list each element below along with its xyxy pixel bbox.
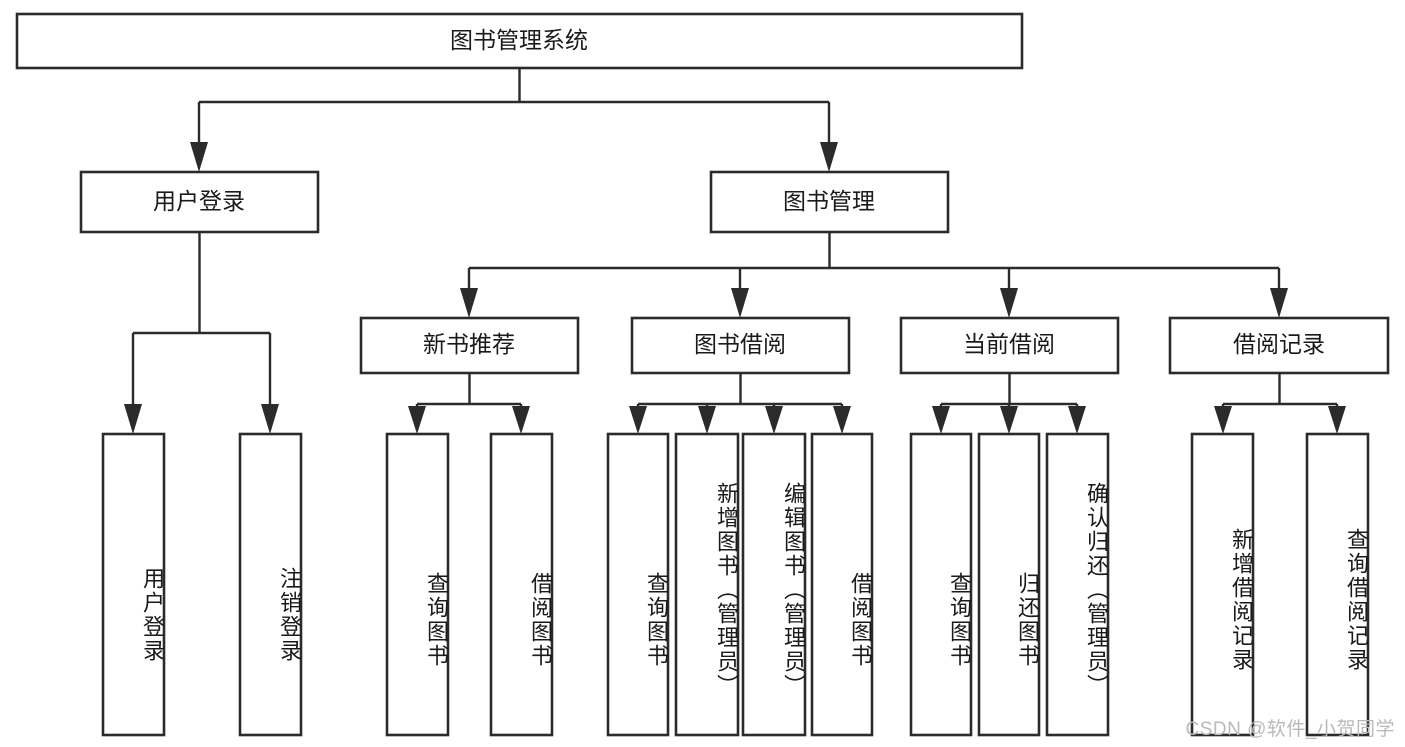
arrow-newbook-leaf-1 (408, 406, 426, 434)
connector-group-new-book (408, 373, 530, 434)
arrow-record-leaf-1 (1214, 406, 1232, 434)
arrow-bookmgmt-child-1 (460, 288, 478, 318)
node-new-book-label: 新书推荐 (423, 331, 515, 357)
arrow-newbook-leaf-2 (512, 406, 530, 434)
node-user-login-box[interactable] (79, 170, 320, 234)
node-leaf-book-borrow-3-box[interactable] (741, 432, 807, 737)
arrow-borrow-leaf-2 (698, 406, 716, 434)
node-book-management-box[interactable] (709, 170, 950, 234)
node-leaf-book-borrow-4-box[interactable] (810, 432, 874, 737)
node-leaf-book-borrow-2-box[interactable] (674, 432, 740, 737)
arrow-bookmgmt-child-2 (731, 288, 749, 318)
node-current-borrow-box[interactable] (899, 316, 1120, 375)
node-leaf-current-borrow-2-box[interactable] (977, 432, 1041, 737)
arrow-borrow-leaf-4 (833, 406, 851, 434)
arrow-current-leaf-1 (932, 406, 950, 434)
arrow-current-leaf-2 (1000, 406, 1018, 434)
arrow-record-leaf-2 (1328, 406, 1346, 434)
node-leaf-user-login-1-box[interactable] (101, 432, 166, 737)
connector-group-current-borrow (932, 373, 1086, 434)
node-leaf-current-borrow-1-box[interactable] (909, 432, 973, 737)
arrow-borrow-leaf-1 (629, 406, 647, 434)
node-book-borrow-box[interactable] (630, 316, 851, 375)
arrow-borrow-leaf-3 (765, 406, 783, 434)
node-root-label: 图书管理系统 (450, 27, 588, 53)
node-leaf-book-borrow-1-box[interactable] (606, 432, 670, 737)
node-user-login-label: 用户登录 (153, 188, 245, 214)
node-borrow-record-box[interactable] (1168, 316, 1390, 375)
node-new-book-box[interactable] (359, 316, 580, 375)
node-book-management-label: 图书管理 (783, 188, 875, 214)
node-book-borrow-label: 图书借阅 (694, 331, 786, 357)
node-current-borrow-label: 当前借阅 (963, 331, 1055, 357)
node-leaf-new-book-2-box[interactable] (489, 432, 554, 737)
node-leaf-borrow-record-2-box[interactable] (1305, 432, 1370, 737)
arrow-bookmgmt-child-4 (1270, 288, 1288, 318)
arrow-current-leaf-3 (1068, 406, 1086, 434)
connector-group-borrow-record (1214, 373, 1346, 434)
arrow-login-leaf-2 (261, 404, 279, 434)
arrow-bookmgmt-child-3 (1000, 288, 1018, 318)
connector-group-book-management (460, 232, 1288, 318)
arrow-root-to-login (190, 142, 208, 172)
node-leaf-current-borrow-3-box[interactable] (1045, 432, 1110, 737)
connector-group-root (190, 68, 838, 172)
connector-group-user-login (124, 232, 279, 434)
node-leaf-user-login-2-box[interactable] (238, 432, 303, 737)
node-root-box[interactable] (15, 12, 1024, 70)
node-leaf-new-book-1-box[interactable] (385, 432, 450, 737)
node-borrow-record-label: 借阅记录 (1233, 331, 1325, 357)
node-leaf-borrow-record-1-box[interactable] (1190, 432, 1255, 737)
arrow-login-leaf-1 (124, 404, 142, 434)
arrow-root-to-bookmgmt (820, 142, 838, 172)
connector-group-book-borrow (629, 373, 851, 434)
